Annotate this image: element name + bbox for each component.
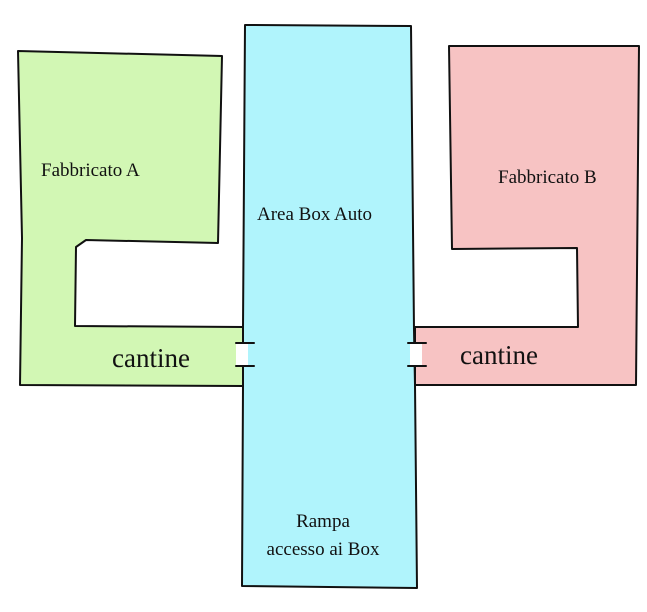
building-b-area [414,45,640,386]
building-a-area [17,50,244,387]
ramp-label-line2: accesso ai Box [267,539,380,560]
cellars-right-label: cantine [460,340,538,370]
box-area-label: Area Box Auto [257,204,372,225]
right-doorway [407,342,427,367]
building-b-label: Fabbricato B [498,167,597,188]
left-doorway [235,342,255,367]
building-a-label: Fabbricato A [41,160,140,181]
cellars-left-label: cantine [112,343,190,373]
box-area [241,24,418,589]
ramp-label-line1: Rampa [296,511,350,532]
